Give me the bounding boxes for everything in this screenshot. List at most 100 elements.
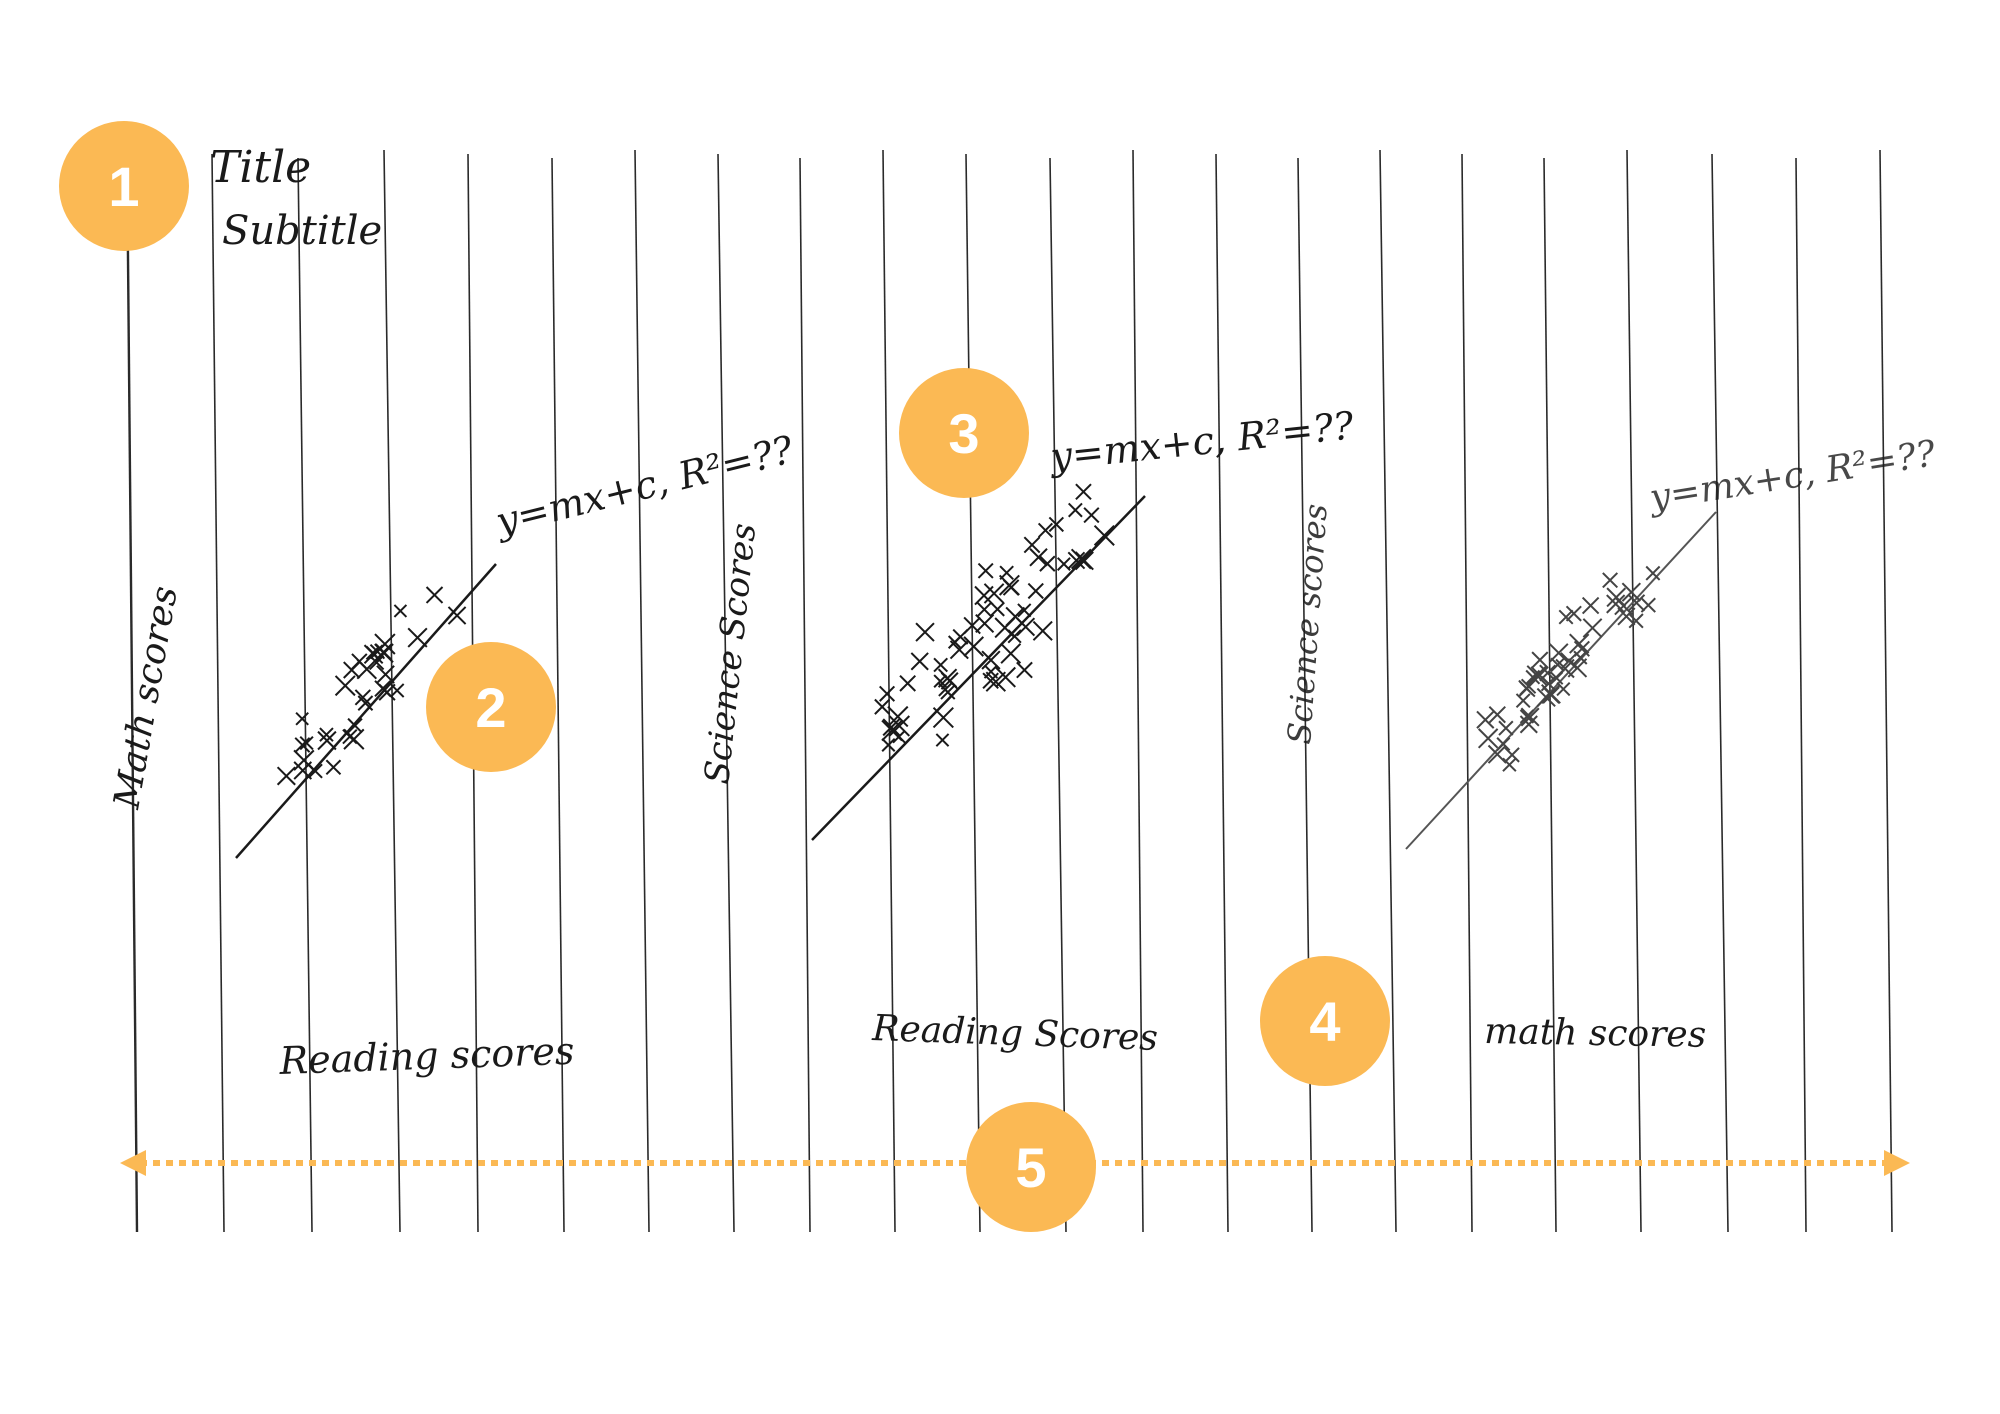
scatter-mark <box>977 562 994 579</box>
scatter-mark <box>983 664 999 679</box>
scatter-mark <box>1565 605 1582 622</box>
badge-5-circle <box>966 1102 1096 1232</box>
rule-line <box>1379 149 1397 1233</box>
scatter-mark <box>952 628 969 645</box>
rule-line <box>297 157 313 1233</box>
rule-line <box>965 153 981 1233</box>
scatter-mark <box>1531 651 1549 669</box>
scatter-mark <box>899 675 917 692</box>
scatter-mark <box>325 759 342 776</box>
scatter-mark <box>881 738 896 752</box>
scatter-mark <box>882 718 901 737</box>
scatter-mark <box>963 636 985 657</box>
rule-line <box>799 157 811 1233</box>
rule-line <box>1215 153 1229 1233</box>
scatter-mark <box>376 665 395 684</box>
scatter-mark <box>1582 618 1603 638</box>
scatter-mark <box>937 668 958 688</box>
badge-3-number: 3 <box>948 402 979 465</box>
scatter-mark <box>407 627 428 648</box>
scatter-mark <box>998 574 1020 596</box>
scatter-mark <box>933 657 949 673</box>
scatter-mark <box>983 583 1005 604</box>
scatter-mark <box>1526 665 1548 686</box>
scatter-mark <box>976 601 992 618</box>
rule-line <box>1132 149 1144 1233</box>
scatter-mark <box>1029 548 1048 567</box>
scatter-mark <box>1067 551 1086 570</box>
scatter-mark <box>1504 747 1520 763</box>
scatter-mark <box>932 707 954 729</box>
panel-3-x-label: math scores <box>1484 1011 1707 1056</box>
rule-line <box>634 149 650 1233</box>
scatter-mark <box>1476 710 1495 729</box>
badge-1: 1 <box>59 121 189 251</box>
panel-3-scatter-marks <box>1476 565 1661 772</box>
scatter-mark <box>1083 507 1100 524</box>
scatter-mark <box>1627 594 1646 612</box>
scatter-mark <box>343 728 365 750</box>
scatter-mark <box>975 613 995 634</box>
scatter-mark <box>1070 548 1092 570</box>
scatter-mark <box>1621 582 1642 602</box>
badge-4: 4 <box>1260 956 1390 1086</box>
scatter-mark <box>1581 596 1600 615</box>
scatter-mark <box>1007 629 1022 644</box>
chart-subtitle: Subtitle <box>222 208 382 254</box>
badge-2-number: 2 <box>475 676 506 739</box>
scatter-mark <box>1614 596 1633 616</box>
rule-line <box>551 157 565 1233</box>
scatter-mark <box>1039 555 1056 572</box>
scatter-mark <box>334 675 356 697</box>
scatter-mark <box>1645 565 1661 581</box>
rule-line <box>717 153 735 1233</box>
rule-line <box>211 153 225 1233</box>
scatter-mark <box>1558 609 1574 625</box>
scatter-mark <box>319 727 334 742</box>
scatter-mark <box>307 763 323 779</box>
scatter-mark <box>1606 594 1626 614</box>
panel-1-x-label: Reading scores <box>278 1029 575 1083</box>
scatter-mark <box>933 674 948 688</box>
badge-4-circle <box>1260 956 1390 1086</box>
scatter-mark <box>879 685 896 702</box>
rule-line <box>1626 149 1642 1233</box>
scatter-mark <box>1617 607 1636 626</box>
panel-3-trend-line <box>1405 511 1717 850</box>
scatter-mark <box>1027 582 1044 600</box>
badge-2-circle <box>426 642 556 772</box>
scatter-mark <box>1048 516 1065 533</box>
scatter-mark <box>1496 737 1511 751</box>
scatter-mark <box>990 601 1005 617</box>
rule-line <box>1711 153 1729 1233</box>
badge-3-circle <box>899 368 1029 498</box>
scatter-mark <box>1520 707 1540 727</box>
scatter-mark <box>1016 661 1033 679</box>
rule-line <box>383 149 401 1233</box>
badge-2: 2 <box>426 642 556 772</box>
scatter-mark <box>317 730 337 751</box>
scatter-mark <box>1519 709 1535 724</box>
scatter-mark <box>887 705 909 728</box>
scatter-mark <box>1032 620 1053 641</box>
arrow-head-left-icon <box>120 1150 146 1176</box>
rule-line <box>125 149 139 1233</box>
panel-1-scatter-marks <box>276 586 467 786</box>
badge-5: 5 <box>966 1102 1096 1232</box>
badge-3: 3 <box>899 368 1029 498</box>
scatter-mark <box>1487 744 1507 764</box>
scatter-mark <box>1075 483 1092 500</box>
scatter-mark <box>1093 524 1115 546</box>
scatter-mark <box>354 689 371 706</box>
badge-4-number: 4 <box>1309 990 1340 1053</box>
scatter-mark <box>1005 606 1026 627</box>
scatter-mark <box>347 717 363 734</box>
scatter-mark <box>1502 757 1517 772</box>
scatter-mark <box>1515 693 1531 709</box>
scatter-mark <box>1498 720 1514 736</box>
rule-line <box>1879 149 1893 1233</box>
scatter-mark <box>1519 681 1534 696</box>
scatter-mark <box>447 606 467 625</box>
scatter-mark <box>1628 613 1644 629</box>
scatter-mark <box>425 586 444 604</box>
